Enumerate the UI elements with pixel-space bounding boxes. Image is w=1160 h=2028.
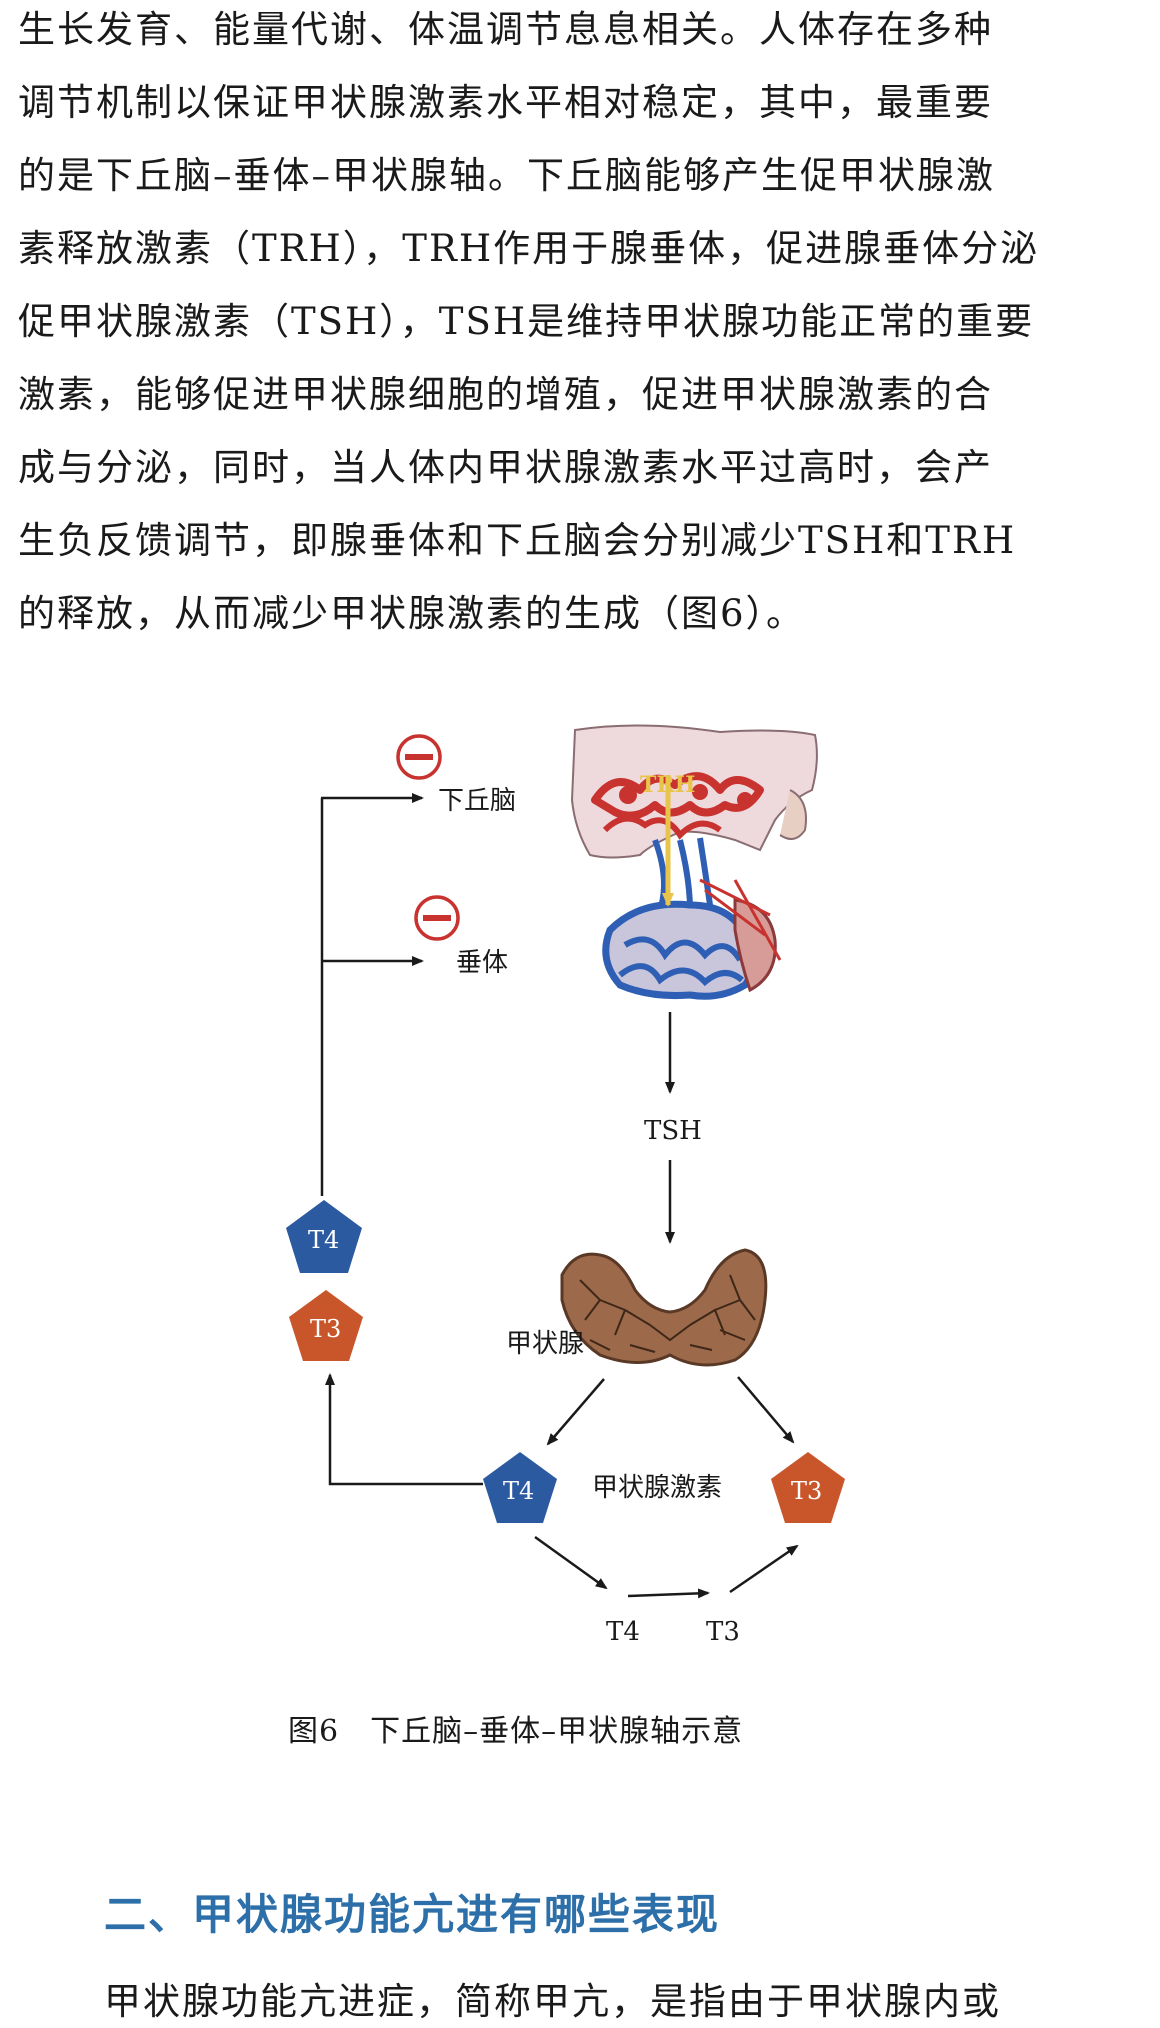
arrow-feedback-to-blood [325, 1373, 483, 1486]
trh-label: TRH [640, 772, 695, 798]
arrow-t4-conversion-in [534, 1535, 608, 1590]
t4-conversion-label: T4 [606, 1617, 640, 1647]
t4-blood-pentagon [286, 1200, 362, 1273]
figure-caption: 图6 下丘脑–垂体–甲状腺轴示意 [288, 1714, 744, 1749]
t3-blood-pentagon [289, 1290, 363, 1361]
hypothalamus-label: 下丘脑 [438, 786, 516, 816]
t3-pentagon [771, 1452, 845, 1523]
t3-conversion-label: T3 [706, 1617, 740, 1647]
tsh-label: TSH [644, 1116, 702, 1146]
t4-pentagon [483, 1452, 557, 1523]
section-intro-line: 甲状腺功能亢进症，简称甲亢，是指由于甲状腺内或 [104, 1980, 1001, 2023]
paragraph-line: 生负反馈调节，即腺垂体和下丘脑会分别减少TSH和TRH [18, 519, 1017, 562]
hpt-axis-diagram: TRH TSH 甲状腺 T4 甲状腺激素 T3 T4 T3 T4 T3 [286, 724, 845, 1647]
paragraph-line: 成与分泌，同时，当人体内甲状腺激素水平过高时，会产 [18, 446, 993, 489]
paragraph-line: 激素，能够促进甲状腺细胞的增殖，促进甲状腺激素的合 [18, 373, 993, 416]
t3-blood-label: T3 [310, 1315, 341, 1343]
brain-pituitary-illustration [570, 724, 818, 1000]
t4-pentagon-label: T4 [503, 1477, 534, 1505]
thyroid-hormone-label: 甲状腺激素 [592, 1473, 722, 1503]
paragraph-line: 素释放激素（TRH），TRH作用于腺垂体，促进腺垂体分泌 [18, 227, 1040, 270]
thyroid-illustration [560, 1248, 768, 1367]
arrow-thyroid-to-t3 [737, 1376, 795, 1444]
paragraph-line: 生长发育、能量代谢、体温调节息息相关。人体存在多种 [18, 8, 993, 51]
t3-pentagon-label: T3 [791, 1477, 822, 1505]
inhibit-icon [396, 734, 442, 780]
thyroid-label: 甲状腺 [506, 1329, 584, 1359]
paragraph-line: 的是下丘脑–垂体–甲状腺轴。下丘脑能够产生促甲状腺激 [18, 154, 995, 197]
section-heading: 二、甲状腺功能亢进有哪些表现 [104, 1890, 721, 1939]
paragraph-line: 的释放，从而减少甲状腺激素的生成（图6）。 [18, 592, 806, 635]
t4-blood-label: T4 [308, 1226, 339, 1254]
arrow-thyroid-to-t4 [546, 1378, 605, 1446]
paragraph-line: 促甲状腺激素（TSH），TSH是维持甲状腺功能正常的重要 [18, 300, 1035, 343]
paragraph-line: 调节机制以保证甲状腺激素水平相对稳定，其中，最重要 [18, 81, 993, 124]
inhibit-icon [414, 895, 460, 941]
arrow-t4-to-t3 [627, 1588, 710, 1599]
arrow-conversion-to-t3 [729, 1544, 799, 1594]
pituitary-label: 垂体 [456, 948, 508, 978]
